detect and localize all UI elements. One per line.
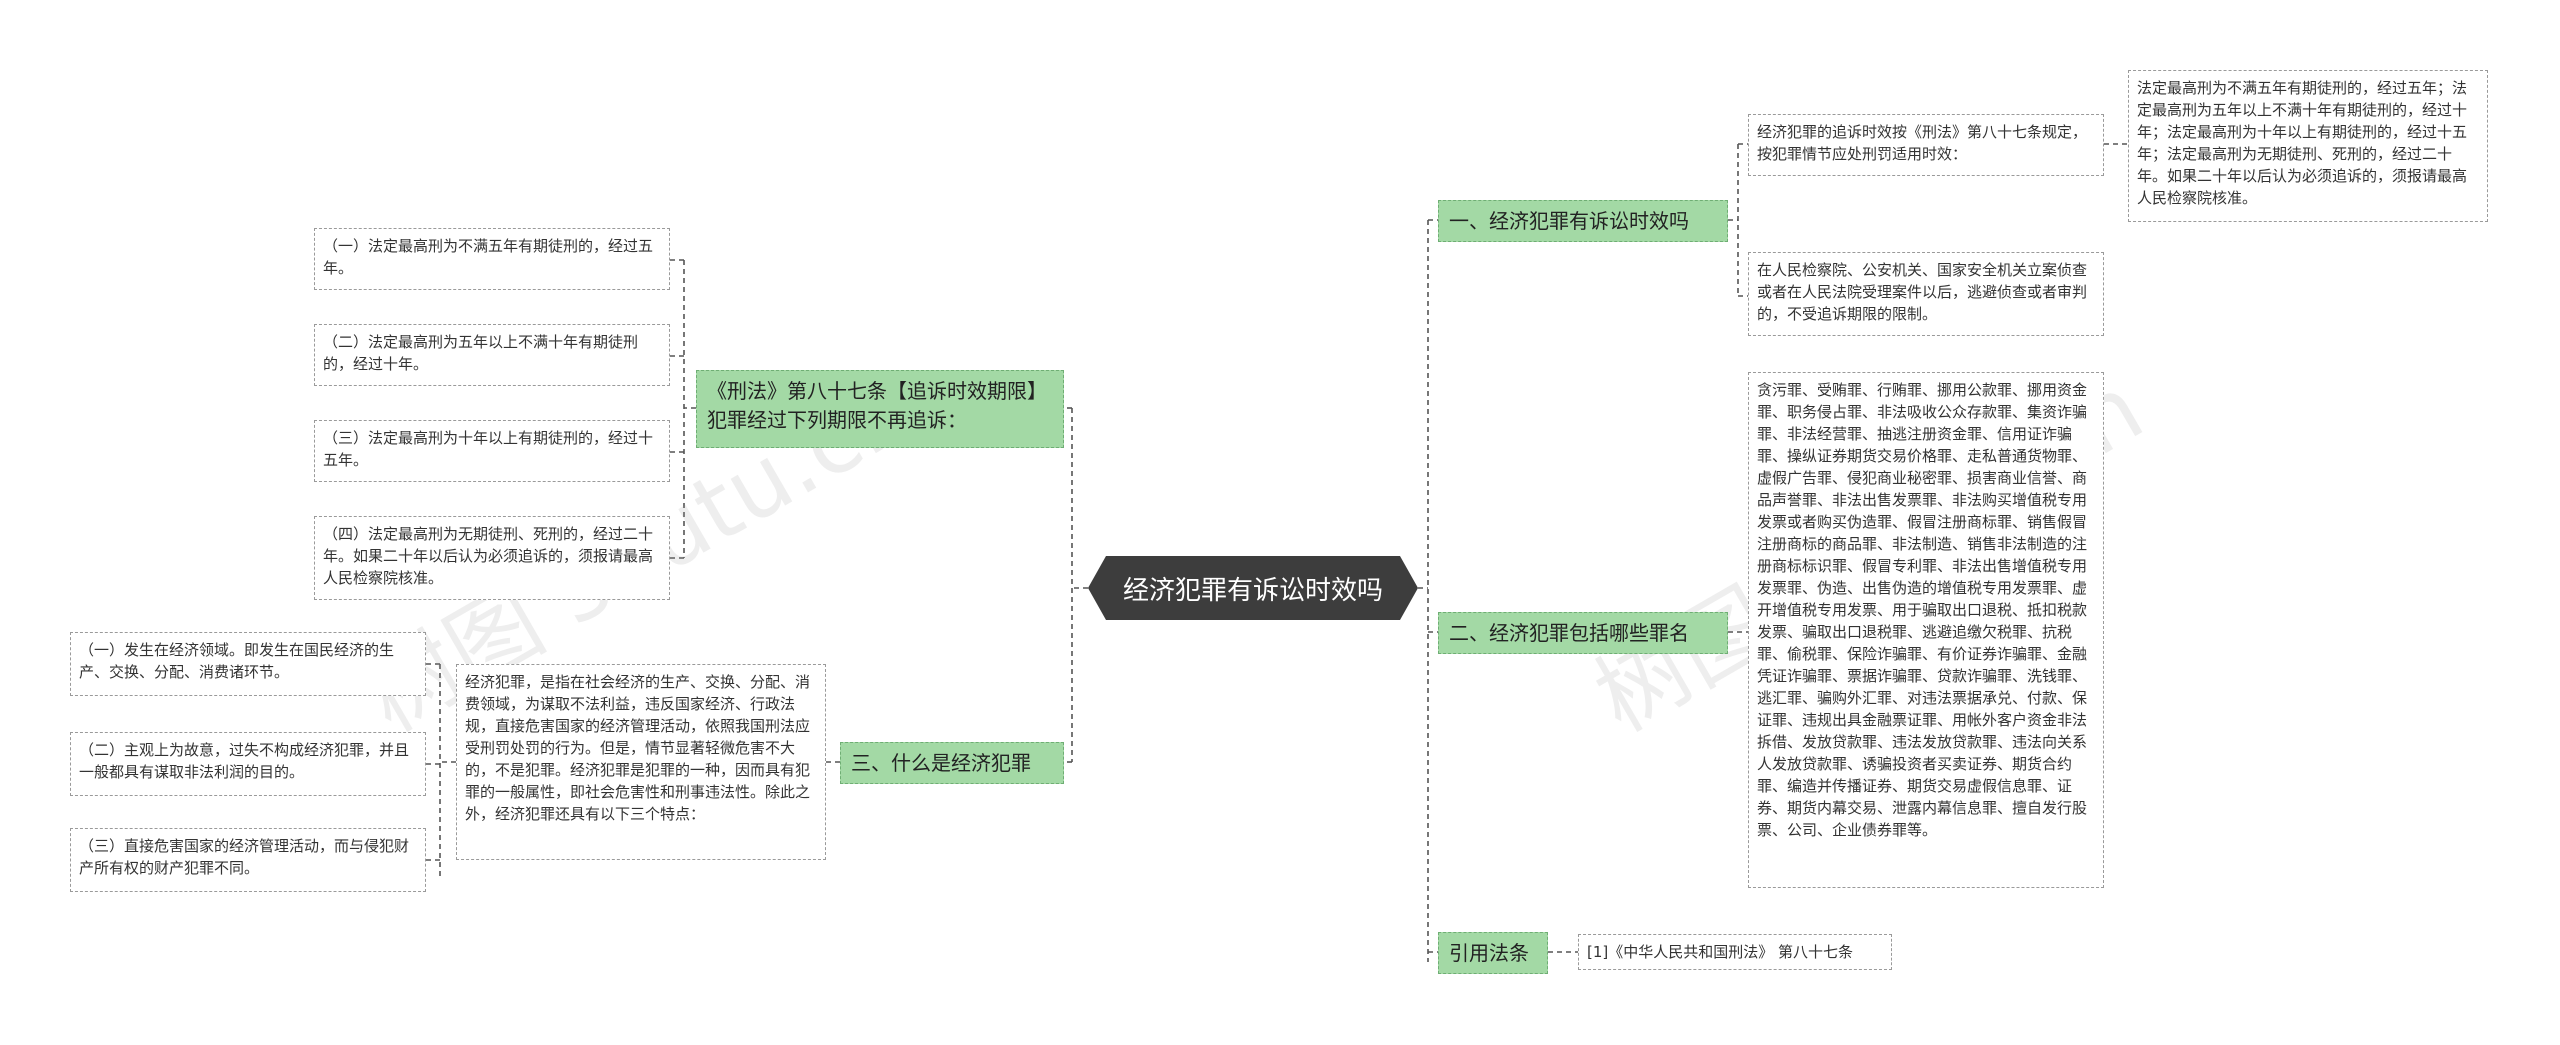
leaf-art87-item-4: （四）法定最高刑为无期徒刑、死刑的，经过二十年。如果二十年以后认为必须追诉的，须… [314, 516, 670, 600]
leaf-feature-1: （一）发生在经济领域。即发生在国民经济的生产、交换、分配、消费诸环节。 [70, 632, 426, 696]
link-root-left-trunk [1071, 408, 1088, 762]
link-root-right-trunk [1418, 220, 1429, 962]
leaf-law-reference[interactable]: [1]《中华人民共和国刑法》 第八十七条 [1578, 934, 1892, 970]
leaf-art87-item-2: （二）法定最高刑为五年以上不满十年有期徒刑的，经过十年。 [314, 324, 670, 386]
leaf-limitation-exception: 在人民检察院、公安机关、国家安全机关立案侦查或者在人民法院受理案件以后，逃避侦查… [1748, 252, 2104, 336]
leaf-art87-item-1: （一）法定最高刑为不满五年有期徒刑的，经过五年。 [314, 228, 670, 290]
link-b1-leaves [1728, 143, 1748, 297]
branch-cited-law[interactable]: 引用法条 [1438, 932, 1548, 974]
leaf-limitation-intro: 经济犯罪的追诉时效按《刑法》第八十七条规定，按犯罪情节应处刑罚适用时效： [1748, 114, 2104, 176]
leaf-art87-item-3: （三）法定最高刑为十年以上有期徒刑的，经过十五年。 [314, 420, 670, 482]
link-def-leaves [426, 663, 456, 880]
leaf-limitation-periods: 法定最高刑为不满五年有期徒刑的，经过五年；法定最高刑为五年以上不满十年有期徒刑的… [2128, 70, 2488, 222]
branch-statute-of-limitations[interactable]: 一、经济犯罪有诉讼时效吗 [1438, 200, 1728, 242]
link-b4-leaves [670, 259, 696, 559]
branch-criminal-law-art87[interactable]: 《刑法》第八十七条【追诉时效期限】犯罪经过下列期限不再追诉： [696, 370, 1064, 448]
leaf-feature-3: （三）直接危害国家的经济管理活动，而与侵犯财产所有权的财产犯罪不同。 [70, 828, 426, 892]
branch-what-is-economic-crime[interactable]: 三、什么是经济犯罪 [840, 742, 1064, 784]
leaf-crime-names: 贪污罪、受贿罪、行贿罪、挪用公款罪、挪用资金罪、职务侵占罪、非法吸收公众存款罪、… [1748, 372, 2104, 888]
branch-crime-list[interactable]: 二、经济犯罪包括哪些罪名 [1438, 612, 1728, 654]
leaf-feature-2: （二）主观上为故意，过失不构成经济犯罪，并且一般都具有谋取非法利润的目的。 [70, 732, 426, 796]
root-topic[interactable]: 经济犯罪有诉讼时效吗 [1088, 556, 1418, 620]
leaf-economic-crime-definition: 经济犯罪，是指在社会经济的生产、交换、分配、消费领域，为谋取不法利益，违反国家经… [456, 664, 826, 860]
